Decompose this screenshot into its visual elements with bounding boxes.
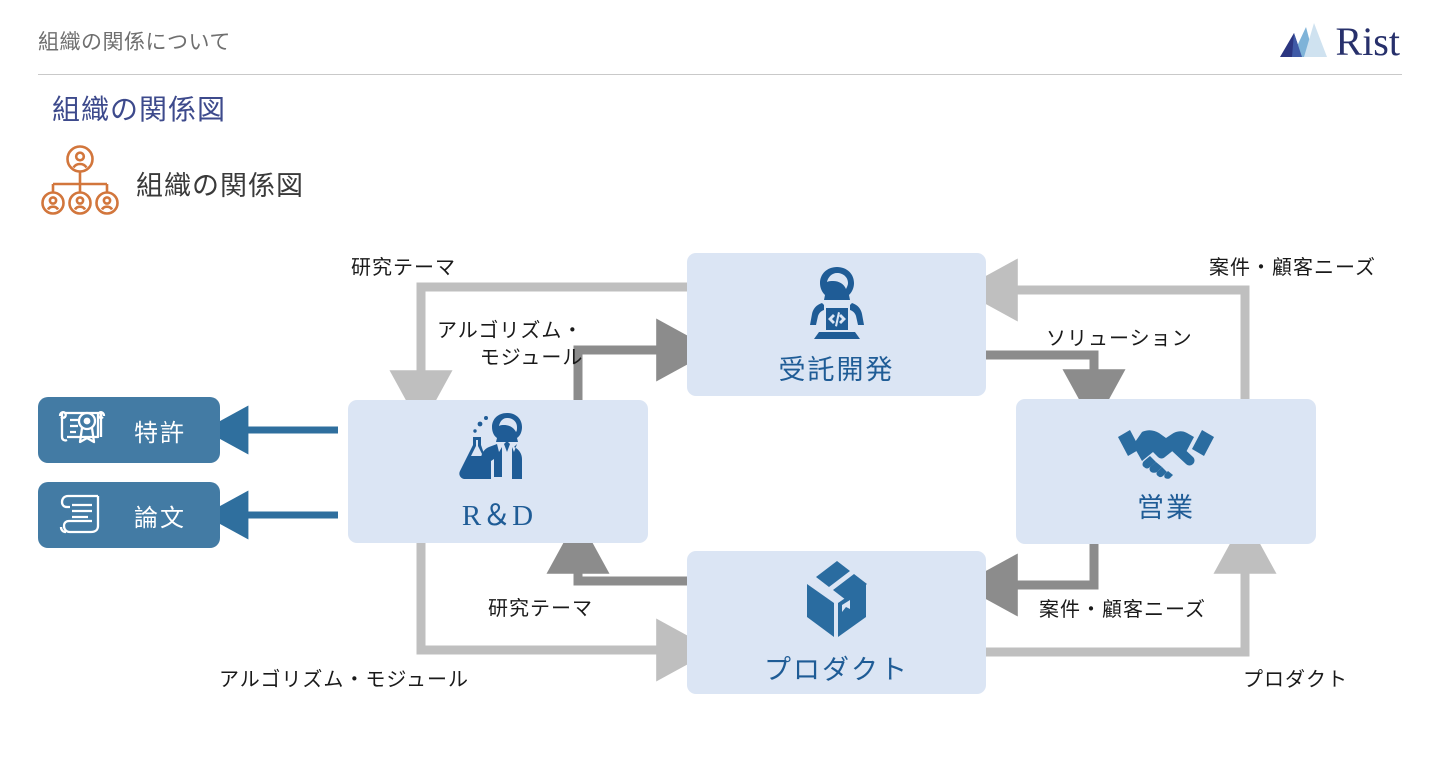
node-label: R＆D: [461, 500, 535, 532]
output-box-label: 特許: [134, 420, 186, 447]
page-title: 組織の関係図: [52, 95, 227, 126]
edge-solution: [986, 350, 1126, 427]
section-heading-label: 組織の関係図: [136, 171, 304, 201]
node-rd[interactable]: R＆D: [348, 400, 648, 543]
scroll-document-icon: [54, 488, 116, 543]
edge-label-product-right: プロダクト: [1243, 669, 1348, 691]
node-label: 受託開発: [778, 354, 895, 385]
output-box-patent[interactable]: 特許: [38, 397, 220, 463]
output-box-label: 論文: [134, 505, 186, 532]
rist-wordmark: Rist: [1335, 19, 1400, 64]
node-label: 営業: [1137, 492, 1195, 523]
edge-label-research-top: 研究テーマ: [351, 257, 456, 279]
rist-logo: Rist: [1279, 19, 1400, 64]
edge-label-algorithm-bottom: アルゴリズム・モジュール: [219, 669, 469, 691]
edge-algorithm-top: [573, 318, 714, 400]
package-box-icon: [796, 559, 878, 646]
edge-label-needs-top: 案件・顧客ニーズ: [1209, 257, 1376, 279]
rist-mountain-logo-icon: [1279, 22, 1328, 62]
section-heading: 組織の関係図: [40, 145, 304, 222]
breadcrumb: 組織の関係について: [38, 30, 231, 54]
scientist-flask-icon: [451, 409, 545, 490]
edge-label-solution: ソリューション: [1046, 328, 1193, 350]
header-divider: [38, 74, 1402, 75]
edge-label-research-bottom: 研究テーマ: [488, 598, 593, 620]
node-sales[interactable]: 営業: [1016, 399, 1316, 544]
node-contract-development[interactable]: 受託開発: [687, 253, 986, 396]
edge-label-algorithm-top: アルゴリズム・ モジュール: [437, 320, 584, 369]
handshake-icon: [1116, 419, 1216, 484]
node-label: プロダクト: [764, 654, 909, 685]
edge-label-needs-bottom: 案件・顧客ニーズ: [1039, 599, 1206, 621]
developer-laptop-icon: [795, 263, 879, 346]
edge-research-bottom: [546, 516, 687, 586]
edge-needs-bottom: [960, 544, 1099, 617]
node-product[interactable]: プロダクト: [687, 551, 986, 694]
output-box-paper[interactable]: 論文: [38, 482, 220, 548]
org-chart-icon: [40, 145, 120, 222]
certificate-award-icon: [54, 404, 116, 457]
